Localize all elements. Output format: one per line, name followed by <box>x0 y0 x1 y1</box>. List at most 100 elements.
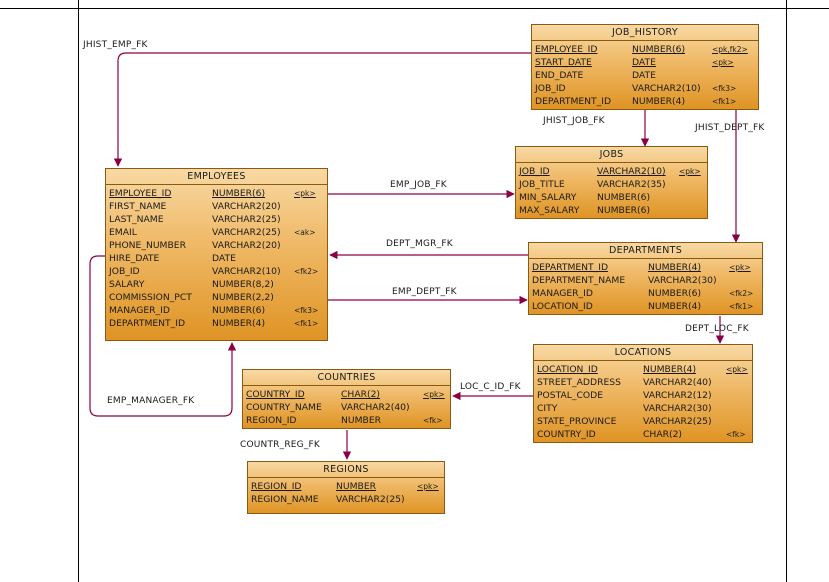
column-key: <fk3> <box>712 84 737 93</box>
column-key: <pk> <box>294 189 316 198</box>
column-type: VARCHAR2(25) <box>212 227 281 238</box>
column-name: STATE_PROVINCE <box>537 416 617 427</box>
column-type: NUMBER(8,2) <box>212 279 274 290</box>
column-row[interactable]: MAX_SALARY NUMBER(6) <box>516 204 707 217</box>
frame-left-line <box>78 0 79 582</box>
column-name: COUNTRY_ID <box>537 429 596 440</box>
column-name: DEPARTMENT_NAME <box>532 275 626 286</box>
column-key: <pk> <box>417 482 439 491</box>
column-name: EMAIL <box>109 227 137 238</box>
column-name: MIN_SALARY <box>519 192 577 203</box>
column-name: FIRST_NAME <box>109 201 167 212</box>
column-key: <fk1> <box>729 302 754 311</box>
column-type: VARCHAR2(35) <box>597 179 666 190</box>
column-type: VARCHAR2(20) <box>212 201 281 212</box>
column-row[interactable]: POSTAL_CODE VARCHAR2(12) <box>534 389 752 402</box>
column-type: VARCHAR2(40) <box>341 402 410 413</box>
countr-reg-fk-label: COUNTR_REG_FK <box>240 440 321 450</box>
column-name: JOB_ID <box>109 266 140 277</box>
column-name: REGION_ID <box>246 415 297 426</box>
column-type: NUMBER(4) <box>643 364 697 375</box>
dept-loc-fk-label: DEPT_LOC_FK <box>685 324 749 334</box>
column-name: COUNTRY_NAME <box>246 402 322 413</box>
jobs-table-title: JOBS <box>516 147 707 163</box>
column-name: COMMISSION_PCT <box>109 292 192 303</box>
column-type: NUMBER(6) <box>212 188 266 199</box>
regions-table-title: REGIONS <box>248 462 444 478</box>
column-type: DATE <box>632 57 656 68</box>
column-type: DATE <box>212 253 236 264</box>
column-type: NUMBER <box>341 415 382 426</box>
column-type: NUMBER(6) <box>632 44 686 55</box>
column-row[interactable]: FIRST_NAME VARCHAR2(20) <box>106 200 327 213</box>
column-name: PHONE_NUMBER <box>109 240 186 251</box>
column-key: <fk> <box>726 430 746 439</box>
column-type: NUMBER(6) <box>648 288 702 299</box>
emp-manager-fk-label: EMP_MANAGER_FK <box>107 396 195 406</box>
column-key: <pk> <box>423 390 445 399</box>
column-type: VARCHAR2(25) <box>212 214 281 225</box>
column-type: VARCHAR2(12) <box>643 390 712 401</box>
column-row[interactable]: STATE_PROVINCE VARCHAR2(25) <box>534 415 752 428</box>
column-key: <pk> <box>726 365 748 374</box>
column-type: VARCHAR2(25) <box>643 416 712 427</box>
column-name: POSTAL_CODE <box>537 390 604 401</box>
column-name: DEPARTMENT_ID <box>109 318 186 329</box>
column-key: <fk3> <box>294 306 319 315</box>
column-type: VARCHAR2(10) <box>597 166 666 177</box>
column-name: START_DATE <box>535 57 592 68</box>
column-type: VARCHAR2(10) <box>632 83 701 94</box>
jhist-dept-fk-label: JHIST_DEPT_FK <box>695 123 765 133</box>
column-key: <pk> <box>729 263 751 272</box>
column-key: <pk,fk2> <box>712 45 748 54</box>
column-row[interactable]: COMMISSION_PCT NUMBER(2,2) <box>106 291 327 304</box>
column-type: NUMBER(2,2) <box>212 292 274 303</box>
column-type: VARCHAR2(40) <box>643 377 712 388</box>
departments-table-title: DEPARTMENTS <box>529 243 762 259</box>
column-name: COUNTRY_ID <box>246 389 305 400</box>
emp-dept-fk-label: EMP_DEPT_FK <box>392 287 457 297</box>
column-row[interactable]: COUNTRY_NAME VARCHAR2(40) <box>243 401 450 414</box>
column-key: <fk1> <box>294 319 319 328</box>
locations-table-title: LOCATIONS <box>534 345 752 361</box>
column-type: NUMBER(6) <box>597 205 651 216</box>
column-name: MAX_SALARY <box>519 205 580 216</box>
column-name: END_DATE <box>535 70 584 81</box>
